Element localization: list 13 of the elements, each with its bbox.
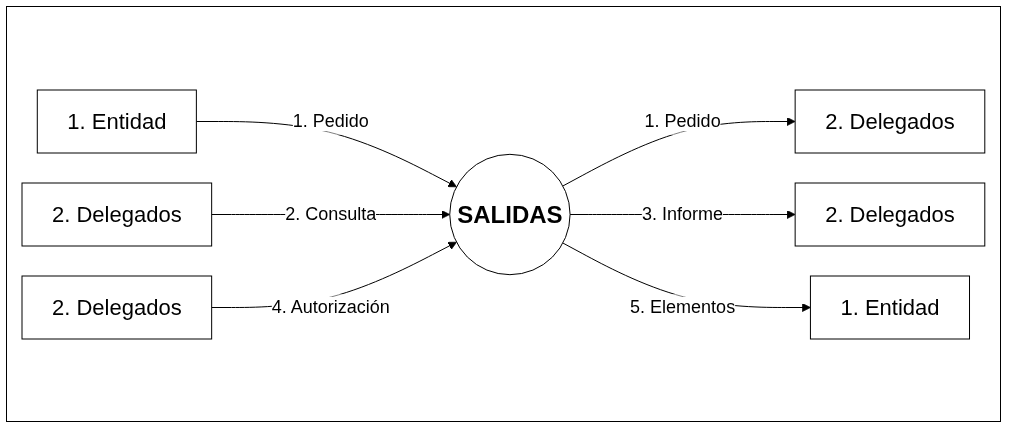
edge-label: 1. Pedido (644, 110, 721, 131)
node-circle: SALIDAS (449, 153, 571, 275)
node-box: 2. Delegados (21, 275, 213, 339)
node-box: 2. Delegados (21, 182, 213, 246)
node-box: 1. Entidad (810, 275, 971, 339)
node-box: 2. Delegados (794, 89, 986, 153)
edge-label: 1. Pedido (292, 110, 369, 131)
edge-label: 5. Elementos (630, 296, 736, 317)
edge-label: 3. Informe (642, 203, 724, 224)
node-box: 1. Entidad (36, 89, 197, 153)
edge-label: 4. Autorización (271, 296, 390, 317)
node-box: 2. Delegados (794, 182, 986, 246)
edge-label: 2. Consulta (285, 203, 377, 224)
